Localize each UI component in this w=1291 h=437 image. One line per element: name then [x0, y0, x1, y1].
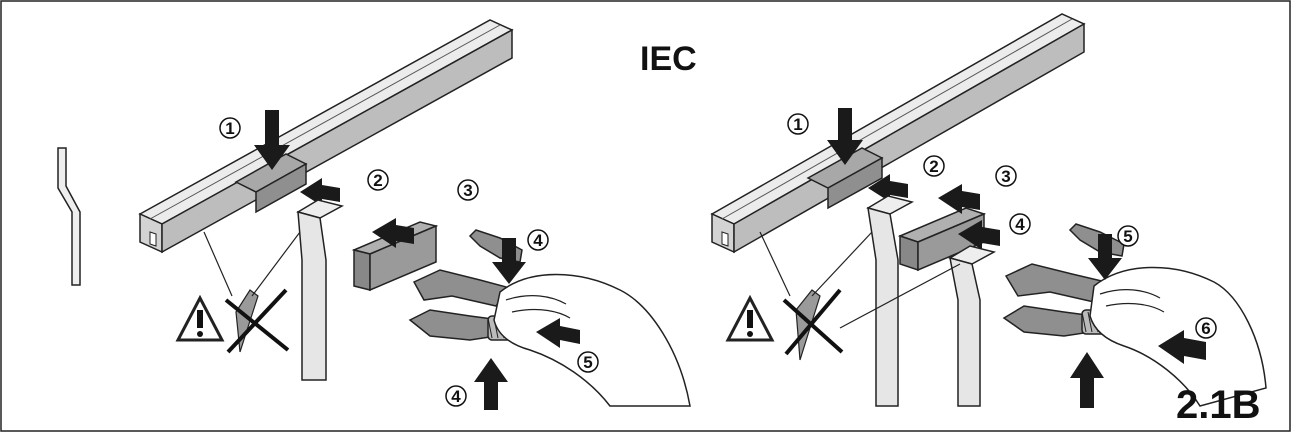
step-3-arrow-icon — [938, 184, 980, 214]
tape-piece-side — [353, 249, 371, 291]
step-label: 3 — [463, 181, 472, 200]
profile-section-icon — [57, 147, 81, 286]
step-5-arrow-icon — [536, 318, 580, 348]
left-warning-group — [175, 231, 301, 354]
left-rail — [138, 19, 514, 254]
step-label: 4 — [451, 387, 461, 406]
right-rail — [710, 13, 1086, 254]
hand-outline — [493, 273, 691, 407]
warning-exclamation-icon — [747, 310, 753, 328]
step-label: 2 — [373, 171, 382, 190]
step-4-up-arrow-icon — [474, 358, 508, 410]
warning-exclamation-icon — [197, 310, 203, 328]
step-label: 1 — [225, 119, 234, 138]
tape-piece-side — [899, 234, 919, 272]
pointer-line-a — [203, 231, 233, 297]
left-crimp-tool — [408, 229, 691, 407]
step-1-arrow-icon — [827, 108, 863, 165]
right-panel: 1 2 3 4 5 6 — [710, 13, 1267, 408]
step-marker: 1 — [787, 113, 809, 135]
warning-dot-icon — [197, 331, 203, 337]
step-label: 6 — [1201, 319, 1210, 338]
step-4-down-arrow-icon — [492, 238, 526, 284]
step-marker: 4 — [445, 385, 467, 407]
step-marker: 4 — [1009, 213, 1031, 235]
step-label: 2 — [929, 157, 938, 176]
vertical-strip — [949, 256, 981, 407]
step-marker: 5 — [1117, 225, 1139, 247]
step-marker: 3 — [995, 165, 1017, 187]
left-step-labels: 1 2 3 4 5 4 — [219, 117, 599, 407]
step-marker: 3 — [457, 179, 479, 201]
step-6-arrow-icon — [1158, 330, 1206, 364]
step-2-arrow-icon — [300, 178, 340, 206]
cross-out-line-a — [782, 298, 844, 354]
step-label: 1 — [793, 115, 802, 134]
step-marker: 1 — [219, 117, 241, 139]
step-5-arrow-icon — [1088, 234, 1122, 280]
step-label: 5 — [1123, 227, 1132, 246]
pointer-line-b — [251, 231, 301, 297]
step-marker: 6 — [1195, 317, 1217, 339]
cross-out-line-a — [224, 298, 290, 352]
step-marker: 4 — [527, 229, 549, 251]
vertical-strip — [867, 206, 899, 407]
step-marker: 2 — [923, 155, 945, 177]
step-marker: 2 — [367, 169, 389, 191]
right-warning-group — [725, 231, 961, 361]
step-4-arrow-icon — [958, 220, 1000, 250]
figure-id: 2.1B — [1176, 383, 1261, 427]
step-1-arrow-icon — [254, 110, 290, 170]
warning-dot-icon — [747, 331, 753, 337]
step-3-arrow-icon — [372, 218, 414, 248]
left-panel: 1 2 3 4 5 4 — [138, 19, 691, 410]
cross-out-line-b — [784, 288, 842, 356]
step-label: 3 — [1001, 167, 1010, 186]
step-label: 5 — [583, 353, 592, 372]
splice-block-side — [255, 162, 307, 214]
step-label: 4 — [1015, 215, 1025, 234]
vertical-strip — [297, 210, 327, 381]
cross-out-line-b — [226, 288, 288, 354]
step-6-up-arrow-icon — [1070, 352, 1104, 408]
diagram-title: IEC — [640, 40, 697, 78]
step-marker: 5 — [577, 351, 599, 373]
right-step-labels: 1 2 3 4 5 6 — [787, 113, 1217, 339]
splice-block-side — [827, 156, 883, 210]
step-label: 4 — [533, 231, 543, 250]
step-2-arrow-icon — [868, 174, 908, 202]
pointer-line-c — [839, 263, 961, 329]
pointer-line-b — [811, 231, 873, 297]
pointer-line-a — [759, 231, 791, 297]
